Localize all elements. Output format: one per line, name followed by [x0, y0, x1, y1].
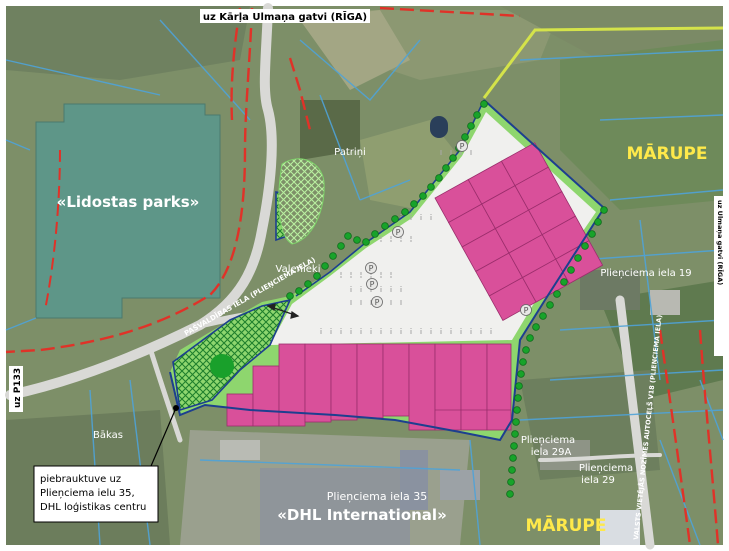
- tree-row-north: [286, 100, 488, 300]
- svg-text:P: P: [396, 228, 401, 237]
- parking-symbol: P: [520, 304, 532, 316]
- parcel-boundaries: [5, 19, 724, 546]
- plienciema-29a-label-line2: iela 29A: [531, 447, 572, 458]
- uz-p133-label: uz P133: [9, 366, 23, 412]
- patrini-label: Patriņi: [334, 147, 366, 158]
- svg-text:P: P: [375, 298, 380, 307]
- callout-line-1: piebrauktuve uz: [40, 474, 121, 485]
- plienciema-19-label: Plieņciema iela 19: [600, 268, 691, 279]
- parking-symbol: P: [392, 226, 404, 238]
- access-callout: piebrauktuve uz Plieņciema ielu 35, DHL …: [33, 405, 179, 523]
- access-arrow: [266, 303, 300, 319]
- lidostas-parks-label: «Lidostas parks»: [57, 193, 200, 211]
- bakas-label: Bākas: [93, 430, 123, 441]
- callout-line-2: Plieņciema ielu 35,: [40, 488, 135, 499]
- parking-symbol: P: [365, 262, 377, 274]
- plienciema-35-label: Plieņciema iela 35: [327, 490, 427, 503]
- parking-symbols: P P P P P P: [365, 140, 532, 316]
- lidostas-parks-area: [35, 103, 221, 319]
- svg-text:uz Kārļa Ulmaņa gatvi (RĪGA): uz Kārļa Ulmaņa gatvi (RĪGA): [203, 10, 367, 23]
- hatched-green-areas: [172, 158, 325, 412]
- site-boundary: [169, 99, 606, 442]
- marupe-label-top: MĀRUPE: [626, 142, 707, 164]
- right-edge-road-label: uz Ulmaņa gatvi (RĪGA): [714, 196, 727, 356]
- municipal-border: [482, 26, 724, 99]
- callout-line-3: DHL loģistikas centru: [40, 502, 146, 513]
- red-boundary-lines: [5, 6, 720, 546]
- svg-text:P: P: [460, 142, 465, 151]
- parking-symbol: P: [366, 278, 378, 290]
- parking-symbol: P: [371, 296, 383, 308]
- plienciema-29-label-line2: iela 29: [581, 475, 615, 486]
- marupe-label-bottom: MĀRUPE: [525, 514, 606, 536]
- svg-text:P: P: [370, 280, 375, 289]
- svg-text:uz P133: uz P133: [13, 368, 23, 408]
- svg-text:P: P: [524, 306, 529, 315]
- svg-text:P: P: [369, 264, 374, 273]
- dhl-label: «DHL International»: [277, 506, 447, 524]
- plienciema-29a-label-line1: Plieņciema: [521, 435, 575, 446]
- svg-text:uz Ulmaņa gatvi (RĪGA): uz Ulmaņa gatvi (RĪGA): [716, 200, 725, 285]
- parking-symbol: P: [456, 140, 468, 152]
- top-road-label: uz Kārļa Ulmaņa gatvi (RĪGA): [200, 9, 370, 23]
- industrial-area: [180, 270, 680, 545]
- plienciema-29-label-line1: Plieņciema: [579, 463, 633, 474]
- red-boundary-left: [44, 149, 61, 311]
- tree-row-east: [506, 206, 608, 498]
- valenieki-label: Valenieki: [276, 264, 321, 275]
